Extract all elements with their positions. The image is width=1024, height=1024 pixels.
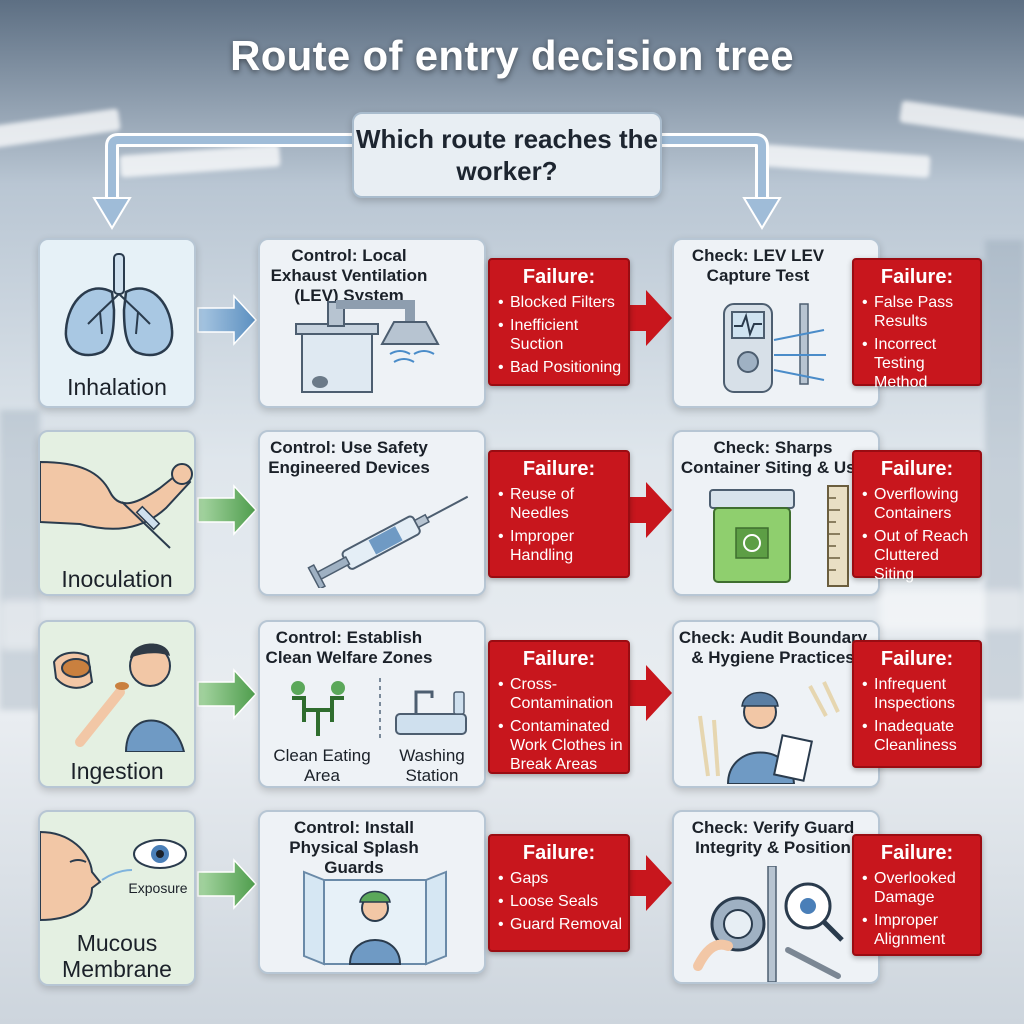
failure-title: Failure: [880,266,954,288]
failure-item: Contaminated Work Clothes in Break Areas [498,717,628,774]
failure-item: False Pass Results [862,293,980,331]
check-heading: Check: Audit Boundary & Hygiene Practice… [678,628,868,667]
clean-eating-area-label: Clean Eating Area [273,746,371,785]
check-failure-box: Failure: Overlooked Damage Improper Alig… [852,834,982,956]
check-box-audit: Check: Audit Boundary & Hygiene Practice… [672,620,880,788]
auditor-icon [698,681,840,784]
page-title: Route of entry decision tree [230,32,794,79]
failure-item: Overflowing Containers [862,485,980,523]
failure-title: Failure: [522,648,596,670]
inspect-guard-icon [693,866,844,982]
failure-list: Blocked Filters Inefficient Suction Bad … [490,293,628,377]
control-heading: Control: Install Physical Splash Guards [289,818,419,877]
failure-item: Loose Seals [498,892,628,911]
failure-item: Inadequate Cleanliness [862,717,980,755]
control-heading: Control: Establish Clean Welfare Zones [265,628,433,667]
exposure-label: Exposure [128,880,188,896]
failure-item: Gaps [498,869,628,888]
control-box-splash-guards: Control: Install Physical Splash Guards [258,810,486,974]
control-failure-box: Failure: Gaps Loose Seals Guard Removal [488,834,630,952]
control-failure-box: Failure: Cross-Contamination Contaminate… [488,640,630,774]
question-box: Which route reaches the worker? [352,112,662,198]
route-label: Ingestion [70,758,164,784]
failure-list: Cross-Contamination Contaminated Work Cl… [490,675,628,774]
eating-and-washing-icon [291,678,467,740]
failure-item: Bad Positioning [498,358,628,377]
lev-hood-icon [295,300,440,393]
face-eye-exposure-icon [40,830,187,922]
failure-list: Overflowing Containers Out of Reach Clut… [854,485,980,584]
control-box-lev: Control: Local Exhaust Ventilation (LEV)… [258,238,486,408]
failure-title: Failure: [880,648,954,670]
failure-list: Infrequent Inspections Inadequate Cleanl… [854,675,980,755]
check-box-lev: Check: LEV LEV Capture Test [672,238,880,408]
failure-list: False Pass Results Incorrect Testing Met… [854,293,980,392]
failure-item: Inefficient Suction [498,316,628,354]
syringe-icon [307,495,469,588]
failure-title: Failure: [522,458,596,480]
failure-title: Failure: [522,266,596,288]
check-failure-box: Failure: Overflowing Containers Out of R… [852,450,982,583]
failure-item: Out of Reach Cluttered Siting [862,527,980,584]
route-label: Mucous Membrane [62,930,172,982]
failure-title: Failure: [880,458,954,480]
route-box-mucous-membrane: Exposure Mucous Membrane [38,810,196,986]
route-label: Inhalation [67,374,167,400]
eating-person-icon [52,643,186,752]
failure-list: Gaps Loose Seals Guard Removal [490,869,628,934]
route-box-inoculation: Inoculation [38,430,196,596]
check-heading: Check: LEV LEV Capture Test [691,246,825,285]
route-box-ingestion: Ingestion [38,620,196,788]
check-failure-box: Failure: Infrequent Inspections Inadequa… [852,640,982,768]
washing-station-label: Washing Station [399,746,465,785]
failure-item: Infrequent Inspections [862,675,980,713]
route-label: Inoculation [61,566,173,592]
route-box-inhalation: Inhalation [38,238,196,408]
check-heading: Check: Sharps Container Siting & Use [680,438,866,477]
failure-list: Overlooked Damage Improper Alignment [854,869,980,949]
failure-item: Overlooked Damage [862,869,980,907]
sharps-container-icon [709,485,849,587]
failure-item: Blocked Filters [498,293,628,312]
failure-item: Reuse of Needles [498,485,628,523]
check-box-sharps: Check: Sharps Container Siting & Use [672,430,880,596]
arm-injection-icon [40,460,193,549]
anemometer-icon [723,303,826,393]
control-box-welfare: Control: Establish Clean Welfare Zones C… [258,620,486,788]
failure-item: Guard Removal [498,915,628,934]
control-failure-box: Failure: Reuse of Needles Improper Handl… [488,450,630,578]
failure-item: Improper Alignment [862,911,980,949]
failure-item: Improper Handling [498,527,628,565]
splash-guard-icon [303,870,447,966]
failure-item: Incorrect Testing Method [862,335,980,392]
failure-title: Failure: [880,842,954,864]
lungs-icon [64,253,174,357]
check-box-guard-integrity: Check: Verify Guard Integrity & Position [672,810,880,984]
check-failure-box: Failure: False Pass Results Incorrect Te… [852,258,982,391]
control-heading: Control: Local Exhaust Ventilation (LEV)… [270,246,428,305]
control-box-sed: Control: Use Safety Engineered Devices [258,430,486,596]
failure-item: Cross-Contamination [498,675,628,713]
check-heading: Check: Verify Guard Integrity & Position [691,818,855,857]
control-heading: Control: Use Safety Engineered Devices [268,438,430,477]
failure-list: Reuse of Needles Improper Handling [490,485,628,565]
failure-title: Failure: [522,842,596,864]
control-failure-box: Failure: Blocked Filters Inefficient Suc… [488,258,630,386]
